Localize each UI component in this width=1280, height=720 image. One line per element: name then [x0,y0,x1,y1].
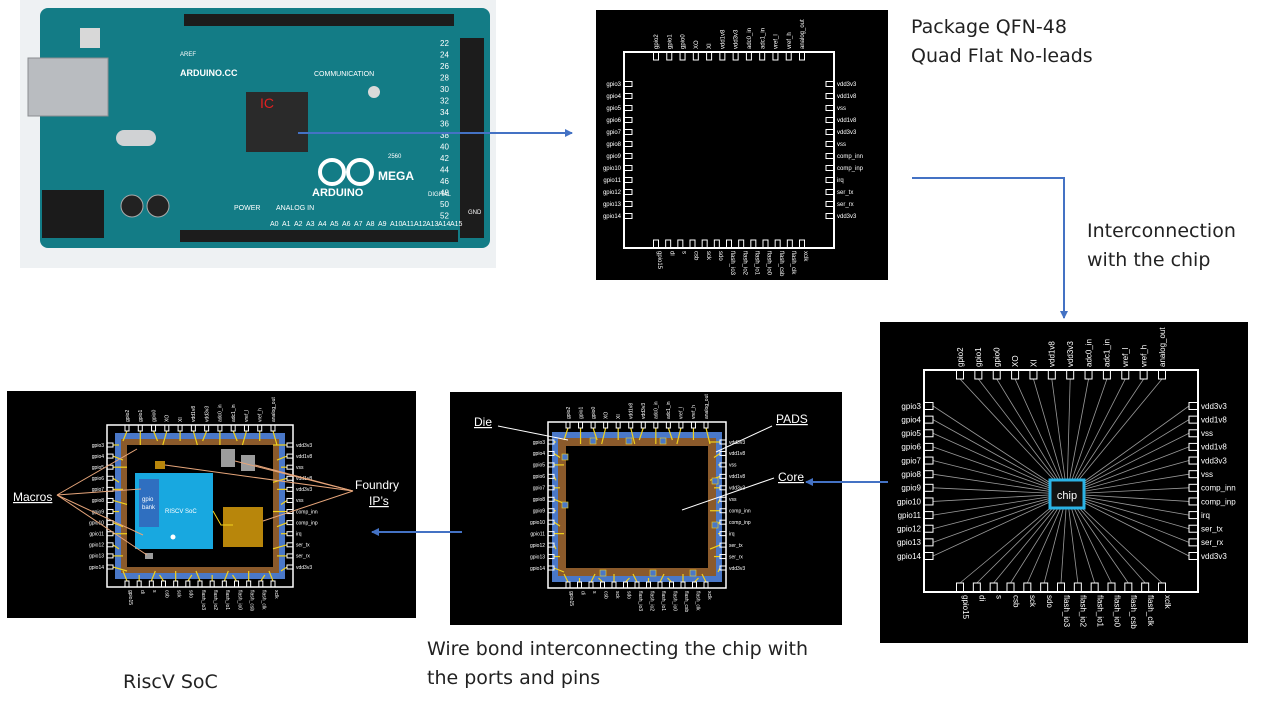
arrow-package-to-interconnect [912,178,1064,318]
